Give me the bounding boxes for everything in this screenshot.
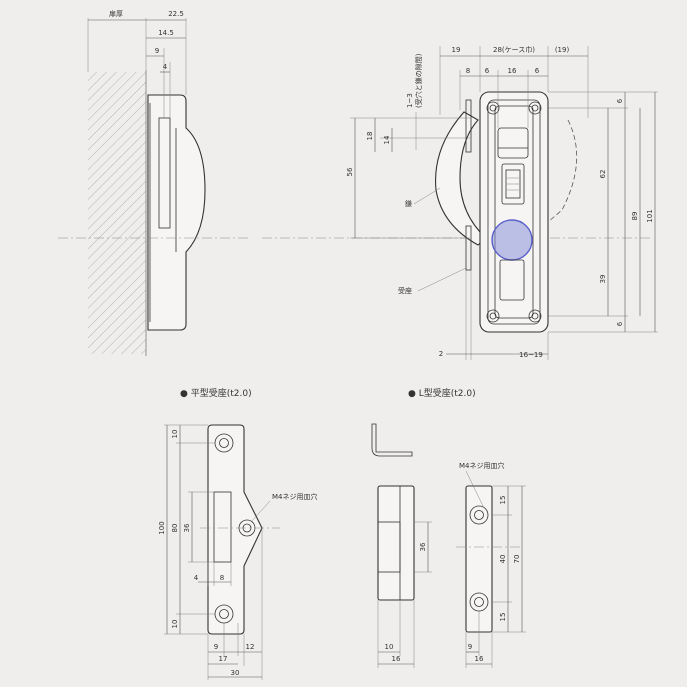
- dim-6-a: 6: [485, 67, 490, 75]
- flat-strike: ● 平型受座(t2.0) 10 100 80 36 10 4 8: [158, 387, 318, 680]
- dim-case-width: 28(ケース巾): [493, 45, 535, 54]
- dim-19-left: 19: [452, 46, 461, 54]
- front-view: 19 28(ケース巾) (19) 8 6 16 6 1~3(受穴と鎌の隙間) 1…: [262, 45, 658, 360]
- dim-4: 4: [194, 574, 199, 582]
- dim-101: 101: [646, 209, 654, 222]
- dim-10-bottom: 10: [171, 620, 179, 629]
- dim-15-bottom: 15: [499, 613, 507, 622]
- dim-16: 16: [508, 67, 517, 75]
- lock-faceplate: [479, 91, 549, 333]
- dim-12: 12: [246, 643, 255, 651]
- screw-hole-label-l: M4ネジ用皿穴: [459, 461, 505, 470]
- hook-swing-path: [547, 119, 578, 223]
- dim-8: 8: [466, 67, 470, 75]
- door-thickness-label: 扉厚: [109, 9, 123, 18]
- dim-36: 36: [183, 523, 191, 532]
- dim-9-l: 9: [468, 643, 472, 651]
- dim-9: 9: [214, 643, 218, 651]
- l-strike-title: ● L型受座(t2.0): [408, 387, 476, 399]
- dim-62: 62: [599, 170, 607, 179]
- dim-16-l-front: 16: [475, 655, 484, 663]
- dim-16-19: 16~19: [519, 351, 543, 359]
- dim-19-right: (19): [555, 46, 570, 54]
- dim-9: 9: [155, 47, 159, 55]
- dim-2: 2: [439, 350, 443, 358]
- dim-14: 14: [383, 135, 391, 144]
- l-strike-side: [377, 485, 415, 601]
- dim-89: 89: [631, 212, 639, 221]
- strike-label: 受座: [398, 286, 412, 295]
- gap-note: 1~3(受穴と鎌の隙間): [406, 53, 423, 108]
- case-section: [158, 117, 171, 229]
- dim-8: 8: [220, 574, 224, 582]
- dim-10-l: 10: [385, 643, 394, 651]
- dim-40: 40: [499, 555, 507, 564]
- l-profile: [371, 423, 413, 457]
- hook-arc: [435, 111, 487, 246]
- dim-18: 18: [366, 132, 374, 141]
- dim-10-top: 10: [171, 430, 179, 439]
- hatch-wall-icon: [88, 72, 146, 354]
- dim-6-b: 6: [535, 67, 540, 75]
- l-strike: ● L型受座(t2.0) 36 10 16 15 40 70 1: [371, 387, 526, 668]
- dim-17: 17: [219, 655, 228, 663]
- flat-strike-title: ● 平型受座(t2.0): [180, 387, 252, 399]
- dim-36-l: 36: [419, 542, 427, 551]
- flat-strike-plate: [207, 424, 263, 635]
- dim-6-bottom: 6: [616, 321, 624, 326]
- dim-6-top: 6: [616, 98, 624, 103]
- dim-4: 4: [163, 63, 168, 71]
- dim-15-top: 15: [499, 496, 507, 505]
- dim-16-l-side: 16: [392, 655, 401, 663]
- l-strike-front: [465, 485, 493, 633]
- screw-hole-label-flat: M4ネジ用皿穴: [272, 492, 318, 501]
- dim-22-5: 22.5: [168, 10, 184, 18]
- dim-14-5: 14.5: [158, 29, 174, 37]
- dim-56: 56: [346, 167, 354, 176]
- dim-39: 39: [599, 275, 607, 284]
- dim-30: 30: [231, 669, 240, 677]
- lock-body-profile: [147, 94, 206, 331]
- dim-70: 70: [513, 555, 521, 564]
- side-view: 扉厚 22.5 14.5 9 4: [58, 9, 250, 356]
- blue-highlight-circle-icon: [491, 219, 533, 261]
- hook-label: 鎌: [405, 199, 412, 208]
- dim-80: 80: [171, 524, 179, 533]
- dim-100: 100: [158, 521, 166, 534]
